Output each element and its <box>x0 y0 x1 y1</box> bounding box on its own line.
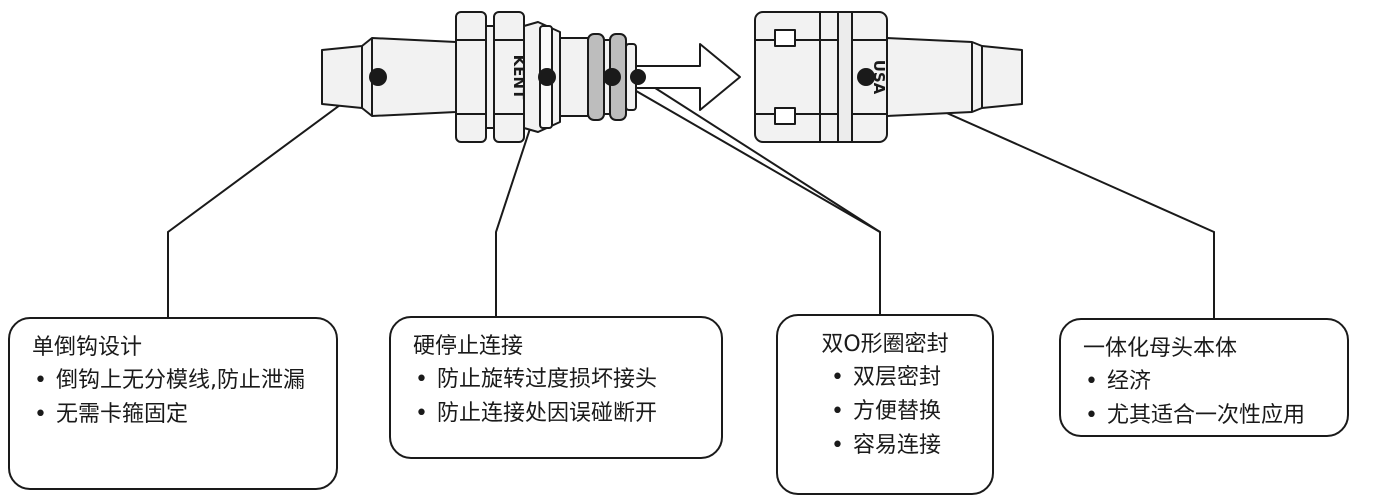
list-item: 双层密封 <box>829 364 941 392</box>
list-item: 经济 <box>1083 368 1331 396</box>
callout-one-piece-body: 一体化母头本体 经济 尤其适合一次性应用 <box>1059 318 1349 437</box>
connect-arrow-icon <box>635 43 741 111</box>
dot-oring-2 <box>630 69 646 85</box>
dot-body <box>857 68 875 86</box>
list-item: 倒钩上无分模线,防止泄漏 <box>32 367 320 395</box>
list-item: 容易连接 <box>829 432 941 460</box>
list-item: 尤其适合一次性应用 <box>1083 402 1331 430</box>
callout-hard-stop-title: 硬停止连接 <box>413 334 524 359</box>
male-body <box>559 37 589 117</box>
dot-hard-stop <box>538 68 556 86</box>
callout-double-oring-list: 双层密封 方便替换 容易连接 <box>829 364 941 466</box>
list-item: 无需卡箍固定 <box>32 401 320 429</box>
leader-lines <box>167 76 1215 318</box>
callout-barb: 单倒钩设计 倒钩上无分模线,防止泄漏 无需卡箍固定 <box>8 317 338 490</box>
callout-dots <box>369 68 875 86</box>
leader-line-barb <box>167 76 379 317</box>
callout-barb-title: 单倒钩设计 <box>32 335 143 360</box>
callout-hard-stop-list: 防止旋转过度损坏接头 防止连接处因误碰断开 <box>413 366 705 428</box>
callout-double-oring: 双O形圈密封 双层密封 方便替换 容易连接 <box>776 314 994 495</box>
callout-double-oring-title: 双O形圈密封 <box>821 332 949 357</box>
dot-oring-1 <box>603 68 621 86</box>
callout-barb-list: 倒钩上无分模线,防止泄漏 无需卡箍固定 <box>32 367 320 429</box>
callout-hard-stop: 硬停止连接 防止旋转过度损坏接头 防止连接处因误碰断开 <box>389 316 723 459</box>
dot-barb <box>369 68 387 86</box>
female-connector <box>754 11 1023 143</box>
list-item: 防止旋转过度损坏接头 <box>413 366 705 394</box>
callout-one-piece-body-list: 经济 尤其适合一次性应用 <box>1083 368 1331 430</box>
o-ring-1 <box>587 33 605 121</box>
female-hose-barb <box>886 37 1023 117</box>
male-hex-nut-1 <box>455 11 487 143</box>
list-item: 方便替换 <box>829 398 941 426</box>
list-item: 防止连接处因误碰断开 <box>413 400 705 428</box>
usa-marking: USA <box>870 60 888 95</box>
leader-line-body <box>865 76 1215 318</box>
male-connector <box>321 11 637 143</box>
male-hose-barb <box>321 37 457 117</box>
leader-line-oring-b <box>637 76 881 233</box>
kent-marking: KENT <box>510 55 528 100</box>
callout-one-piece-body-title: 一体化母头本体 <box>1083 336 1238 361</box>
